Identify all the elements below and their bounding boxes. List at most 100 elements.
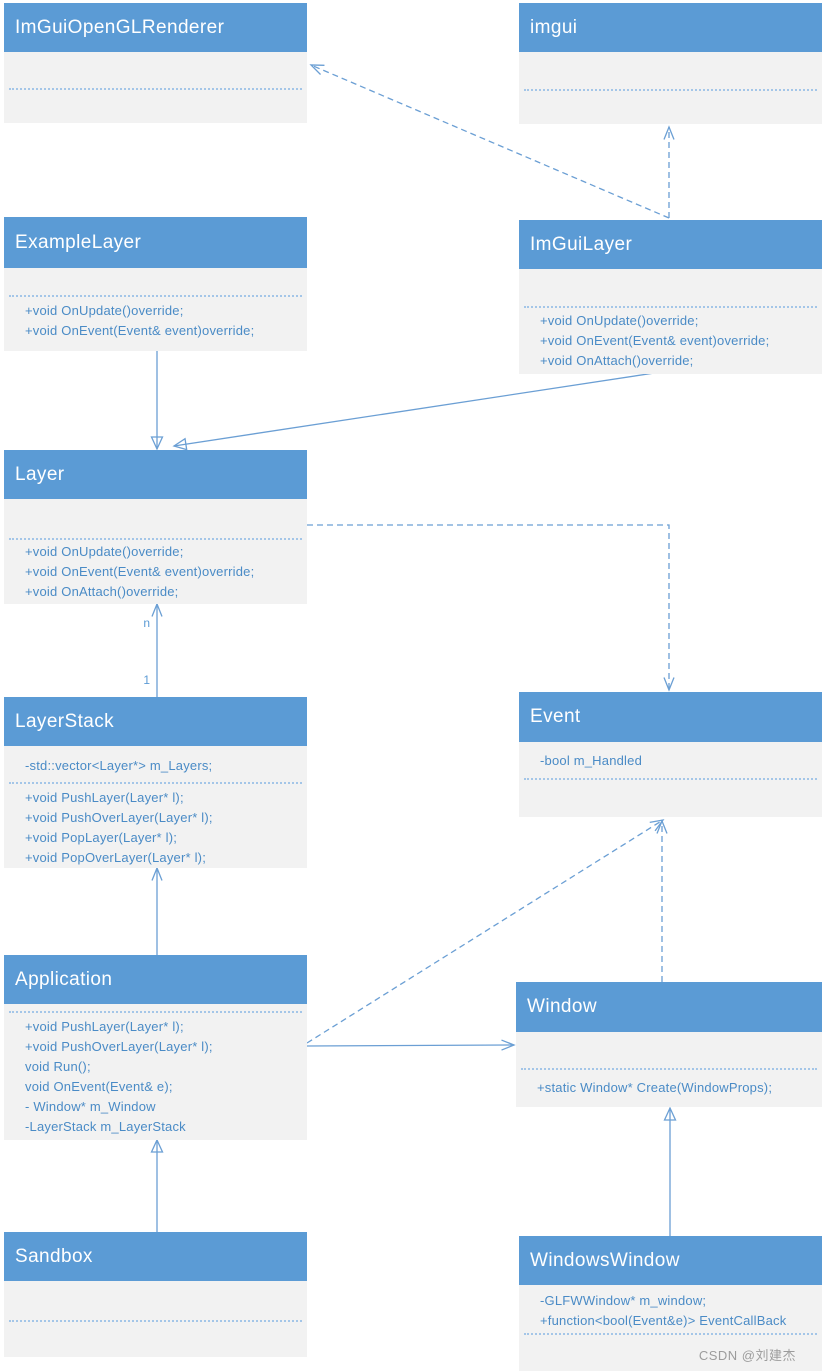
class-title: imgui	[519, 3, 822, 52]
attribute: - Window* m_Window	[25, 1099, 156, 1114]
section-divider	[9, 295, 302, 297]
methods-section	[519, 91, 822, 124]
method: +void OnEvent(Event& event)override;	[540, 333, 770, 348]
class-name: ImGuiLayer	[530, 233, 633, 255]
class-body: -std::vector<Layer*> m_Layers; +void Pus…	[4, 746, 307, 868]
multiplicity-label-n: n	[143, 616, 150, 630]
method: +static Window* Create(WindowProps);	[537, 1080, 773, 1095]
method: +void OnUpdate()override;	[25, 544, 184, 559]
class-imgui-layer: ImGuiLayer +void OnUpdate()override; +vo…	[519, 220, 822, 374]
method: +void OnEvent(Event& event)override;	[25, 323, 255, 338]
methods-section: +void OnUpdate()override; +void OnEvent(…	[4, 540, 307, 604]
section-divider	[524, 778, 817, 780]
class-title: ExampleLayer	[4, 217, 307, 268]
class-name: ExampleLayer	[15, 231, 142, 253]
class-name: LayerStack	[15, 710, 115, 732]
dependency-imguilayer-imguiopenglrenderer	[309, 64, 670, 219]
attribute: -bool m_Handled	[540, 753, 643, 768]
method: void Run();	[25, 1059, 91, 1074]
class-title: ImGuiLayer	[519, 220, 822, 269]
method: +void OnAttach()override;	[25, 584, 179, 599]
class-title: Sandbox	[4, 1232, 307, 1281]
csdn-watermark: CSDN @刘建杰	[698, 1348, 796, 1363]
attributes-section	[516, 1032, 822, 1068]
inheritance-imguilayer-layer	[174, 371, 662, 446]
class-body: +void OnUpdate()override; +void OnEvent(…	[519, 269, 822, 374]
class-window: Window +static Window* Create(WindowProp…	[516, 982, 822, 1107]
attribute: -std::vector<Layer*> m_Layers;	[25, 758, 213, 773]
methods-section: +void OnUpdate()override; +void OnEvent(…	[519, 308, 822, 374]
method: +void PushLayer(Layer* l);	[25, 790, 184, 805]
class-sandbox: Sandbox	[4, 1232, 307, 1357]
attributes-section: -std::vector<Layer*> m_Layers;	[4, 746, 307, 782]
attributes-section	[519, 269, 822, 306]
class-body: -bool m_Handled	[519, 742, 822, 817]
class-title: Window	[516, 982, 822, 1032]
attributes-section	[4, 268, 307, 295]
class-application: Application +void PushLayer(Layer* l); +…	[4, 955, 307, 1140]
methods-section: +void OnUpdate()override; +void OnEvent(…	[4, 297, 307, 351]
attributes-section: -bool m_Handled	[519, 742, 822, 778]
class-body: +void OnUpdate()override; +void OnEvent(…	[4, 499, 307, 604]
method: +void OnEvent(Event& event)override;	[25, 564, 255, 579]
class-name: Sandbox	[15, 1245, 93, 1267]
class-name: Application	[15, 968, 113, 990]
class-body: +void OnUpdate()override; +void OnEvent(…	[4, 268, 307, 351]
methods-section: +void PushLayer(Layer* l); +void PushOve…	[4, 1013, 307, 1140]
section-divider	[9, 1011, 302, 1013]
method: +void PopOverLayer(Layer* l);	[25, 850, 207, 865]
class-title: Application	[4, 955, 307, 1004]
class-name: ImGuiOpenGLRenderer	[15, 16, 225, 38]
method: +void PushOverLayer(Layer* l);	[25, 810, 213, 825]
attribute: -GLFWWindow* m_window;	[540, 1293, 707, 1308]
class-body: +static Window* Create(WindowProps);	[516, 1032, 822, 1107]
methods-section: +static Window* Create(WindowProps);	[516, 1070, 822, 1107]
attribute: +function<bool(Event&e)> EventCallBack	[540, 1313, 787, 1328]
dependency-layer-event	[307, 524, 675, 692]
attributes-section: -GLFWWindow* m_window; +function<bool(Ev…	[519, 1285, 822, 1333]
methods-section	[4, 90, 307, 123]
attribute: -LayerStack m_LayerStack	[25, 1119, 186, 1134]
methods-section	[4, 1322, 307, 1357]
class-title: ImGuiOpenGLRenderer	[4, 3, 307, 52]
method: +void OnUpdate()override;	[540, 313, 699, 328]
class-name: imgui	[530, 16, 578, 38]
attributes-section	[4, 1004, 307, 1011]
class-name: Layer	[15, 463, 65, 485]
multiplicity-label-1: 1	[143, 673, 150, 687]
class-body: -GLFWWindow* m_window; +function<bool(Ev…	[519, 1285, 822, 1371]
class-layer-stack: LayerStack -std::vector<Layer*> m_Layers…	[4, 697, 307, 868]
method: +void OnAttach()override;	[540, 353, 694, 368]
class-example-layer: ExampleLayer +void OnUpdate()override; +…	[4, 217, 307, 351]
class-body: +void PushLayer(Layer* l); +void PushOve…	[4, 1004, 307, 1140]
class-imgui: imgui	[519, 3, 822, 124]
attributes-section	[4, 499, 307, 538]
class-name: WindowsWindow	[530, 1249, 680, 1271]
attributes-section	[519, 52, 822, 89]
methods-section: +void PushLayer(Layer* l); +void PushOve…	[4, 784, 307, 868]
section-divider	[9, 538, 302, 540]
class-title: Layer	[4, 450, 307, 499]
class-name: Event	[530, 706, 581, 727]
class-windows-window: WindowsWindow -GLFWWindow* m_window; +fu…	[519, 1236, 822, 1371]
class-event: Event -bool m_Handled	[519, 692, 822, 817]
method: +void PushLayer(Layer* l);	[25, 1019, 184, 1034]
section-divider	[9, 88, 302, 90]
attributes-section	[4, 1281, 307, 1320]
class-title: WindowsWindow	[519, 1236, 822, 1285]
association-application-window	[306, 1039, 516, 1051]
section-divider	[524, 1333, 817, 1335]
class-body	[519, 52, 822, 124]
class-name: Window	[527, 996, 597, 1017]
section-divider	[524, 306, 817, 308]
section-divider	[9, 1320, 302, 1322]
class-title: Event	[519, 692, 822, 742]
class-body	[4, 52, 307, 123]
method: +void PopLayer(Layer* l);	[25, 830, 178, 845]
attributes-section	[4, 52, 307, 88]
methods-section	[519, 780, 822, 817]
class-imgui-opengl-renderer: ImGuiOpenGLRenderer	[4, 3, 307, 123]
dependency-application-event	[306, 819, 665, 1044]
